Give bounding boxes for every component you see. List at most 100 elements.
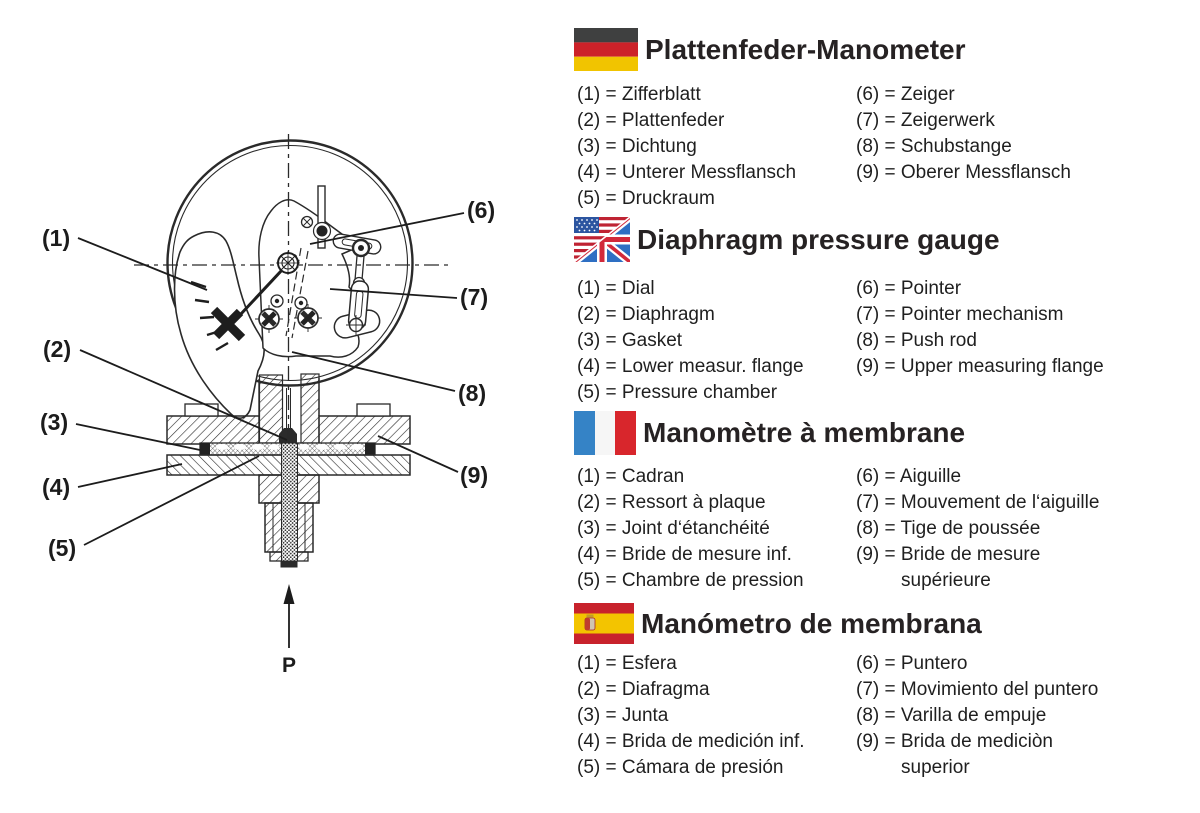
legend-item: (7) = Mouvement de l‘aiguille (856, 492, 1100, 513)
section-title-german: Plattenfeder-Manometer (645, 33, 966, 65)
section-title-spanish: Manómetro de membrana (641, 607, 982, 639)
legend-german: (1) = Zifferblatt(2) = Plattenfeder(3) =… (574, 82, 1196, 212)
gasket-left (200, 443, 210, 455)
germany-flag-icon (574, 28, 638, 71)
section-title-english: Diaphragm pressure gauge (637, 223, 1000, 255)
legend-column-right: (6) = Zeiger (7) = Zeigerwerk (8) = Schubs… (853, 82, 1196, 212)
legend-item: (2) = Plattenfeder (577, 110, 725, 131)
legend-column-left: (1) = Zifferblatt(2) = Plattenfeder(3) =… (574, 82, 853, 212)
section-title-french: Manomètre à membrane (643, 416, 966, 448)
legend-column-right: (6) = Pointer(7) = Pointer mechanism(8) … (853, 276, 1196, 406)
france-flag-icon (574, 410, 636, 455)
legend-item: (1) = Dial (577, 278, 655, 299)
legend-item: (4) = Lower measur. flange (577, 356, 804, 377)
callout-4: (4) (42, 474, 70, 500)
callout-9: (9) (460, 462, 488, 488)
callout-1: (1) (42, 225, 70, 251)
leader-line-9 (377, 435, 459, 473)
legend-item: (3) = Gasket (577, 330, 683, 351)
pressure-label: P (282, 654, 296, 677)
callout-6: (6) (467, 197, 495, 223)
legend-item: supérieure (901, 570, 991, 591)
legend-item: (1) = Esfera (577, 653, 677, 674)
legend-item: (3) = Junta (577, 705, 669, 726)
legend-item: (5) = Cámara de presión (577, 757, 784, 778)
leader-line-2 (79, 349, 288, 441)
mount-screw-left (255, 305, 283, 333)
legend-item: (1) = Cadran (577, 466, 685, 487)
callout-3: (3) (40, 409, 68, 435)
gauge-housing (166, 139, 414, 387)
legend-column-left: (1) = Cadran(2) = Ressort à plaque(3) = … (574, 464, 853, 594)
legend-item: (9) = Upper measuring flange (856, 356, 1104, 377)
legend-item: (8) = Push rod (856, 330, 977, 351)
leader-line-4 (77, 463, 183, 488)
legend-column-right: (6) = Aiguille (7) = Mouvement de l‘aigui… (853, 464, 1196, 594)
section-german: Plattenfeder-Manometer (1) = Zifferblatt… (574, 26, 1196, 212)
gauge-neck (258, 373, 320, 444)
mount-screw-right (294, 304, 322, 332)
legend-item: (4) = Brida de medición inf. (577, 731, 805, 752)
legend-item: (2) = Diafragma (577, 679, 710, 700)
leader-line-5 (83, 455, 260, 546)
legend-item: (4) = Bride de mesure inf. (577, 544, 792, 565)
section-spanish: Manómetro de membrana (1) = Esfera (2) = … (574, 600, 1196, 781)
pointer-stop-pin (317, 185, 326, 249)
movement-screws (255, 294, 322, 333)
bolt-head-right (356, 403, 391, 417)
section-header-spanish: Manómetro de membrana (574, 600, 1196, 647)
section-header-french: Manomètre à membrane (574, 409, 1196, 456)
legend-item: (6) = Zeiger (856, 84, 955, 105)
legend-item: (5) = Pressure chamber (577, 382, 778, 403)
legend-french: (1) = Cadran(2) = Ressort à plaque(3) = … (574, 464, 1196, 594)
spain-coat-of-arms (584, 614, 596, 631)
legend-item: (1) = Zifferblatt (577, 84, 701, 105)
bolt-head-left (184, 403, 219, 417)
leader-line-1 (77, 237, 208, 291)
section-english: Diaphragm pressure gauge (1) = Dial (2) =… (574, 216, 1196, 406)
legend-item: (7) = Movimiento del puntero (856, 679, 1099, 700)
legend-item: (7) = Zeigerwerk (856, 110, 995, 131)
legend-item: (5) = Druckraum (577, 188, 715, 209)
legend-item: (5) = Chambre de pression (577, 570, 804, 591)
legend-column-left: (1) = Dial (2) = Diaphragm (3) = Gasket (4)… (574, 276, 853, 406)
legend-item: (8) = Schubstange (856, 136, 1012, 157)
legend-column-left: (1) = Esfera (2) = Diafragma (3) = Junta (4… (574, 651, 853, 781)
legend-item: (8) = Varilla de empuje (856, 705, 1047, 726)
callout-7: (7) (460, 284, 488, 310)
gasket-right (365, 443, 375, 455)
section-header-german: Plattenfeder-Manometer (574, 26, 1196, 73)
legend-item: (9) = Oberer Messflansch (856, 162, 1071, 183)
legend-item: (9) = Brida de mediciòn (856, 731, 1053, 752)
upper-measuring-flange (166, 403, 411, 445)
pressure-channel (281, 442, 298, 562)
leader-line-8 (291, 351, 456, 392)
pressure-gauge-cross-section-drawing: (1) (2) (3) (4) (5) (6) (7) (8) (9) P (40, 134, 495, 677)
legend-item: (6) = Aiguille (856, 466, 962, 487)
usa-uk-flag-icon (574, 217, 630, 262)
diaphragm-corrugations (216, 444, 363, 450)
legend-item: (2) = Diaphragm (577, 304, 715, 325)
legend-item: (8) = Tige de poussée (856, 518, 1041, 539)
legend-item: (6) = Puntero (856, 653, 968, 674)
leader-line-6 (309, 212, 465, 245)
legend-spanish: (1) = Esfera (2) = Diafragma (3) = Junta (4… (574, 651, 1196, 781)
pressure-arrow: P (282, 584, 296, 677)
callout-5: (5) (48, 535, 76, 561)
callout-2: (2) (43, 336, 71, 362)
pointer (210, 251, 300, 342)
arrow-head (283, 584, 295, 604)
legend-item: (3) = Joint d‘étanchéité (577, 518, 770, 539)
leader-line-7 (329, 288, 458, 299)
spain-flag-icon (574, 603, 634, 644)
legend-item: (4) = Unterer Messflansch (577, 162, 797, 183)
legend-column-right: (6) = Puntero (7) = Movimiento del punter… (853, 651, 1196, 781)
push-rod (286, 388, 291, 428)
pointer-hub (276, 251, 300, 275)
callout-labels: (1) (2) (3) (4) (5) (6) (7) (8) (9) (40, 197, 495, 561)
section-french: Manomètre à membrane (1) = Cadran(2) = R… (574, 409, 1196, 594)
pointer-mechanism (300, 185, 382, 339)
dial (173, 231, 265, 419)
leader-line-3 (75, 423, 201, 451)
